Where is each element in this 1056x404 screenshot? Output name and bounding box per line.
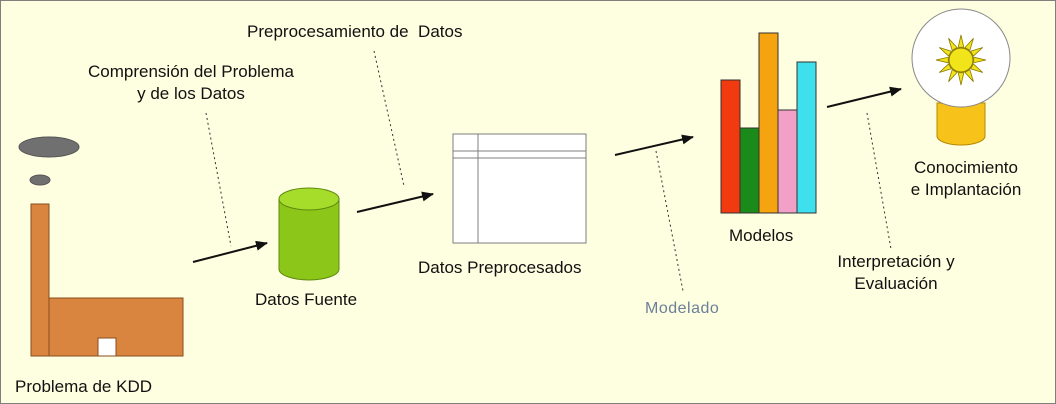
sun-ray <box>957 34 965 48</box>
sun-ray <box>948 69 958 82</box>
sun-ray <box>970 63 983 73</box>
chart-bar-5 <box>796 61 817 214</box>
table-grid-icon <box>452 133 587 244</box>
label-comprension: Comprensión del Problema y de los Datos <box>61 61 321 105</box>
sun-rays <box>935 34 987 86</box>
sun-ray <box>964 69 974 82</box>
bulb-base <box>936 102 986 146</box>
sun-ray <box>939 47 952 57</box>
smoke-cloud-large <box>18 136 80 158</box>
label-datos-fuente: Datos Fuente <box>255 290 358 309</box>
label-conocimiento-line1: Conocimiento <box>914 158 1018 177</box>
factory-icon <box>18 136 184 357</box>
chart-bar-3 <box>758 32 779 214</box>
sun-ray <box>973 56 987 64</box>
bar-chart-icon <box>720 32 817 214</box>
label-interpretacion: Interpretación y Evaluación <box>811 251 981 295</box>
arrow-to-conocimiento <box>826 86 902 108</box>
label-comprension-line1: Comprensión del Problema <box>88 62 294 81</box>
label-conocimiento: Conocimiento e Implantación <box>891 157 1041 201</box>
label-problema: Problema de KDD <box>15 377 153 396</box>
arrow-to-preprocesados <box>356 191 434 213</box>
smoke-cloud-small <box>29 174 51 186</box>
table-frame <box>452 133 587 244</box>
label-modelos: Modelos <box>729 226 794 245</box>
sun-core <box>948 47 974 73</box>
label-modelado: Modelado <box>645 300 720 317</box>
label-datos-preprocesados: Datos Preprocesados <box>418 258 582 277</box>
sun-ray <box>939 63 952 73</box>
label-comprension-line2: y de los Datos <box>137 84 245 103</box>
label-preprocesamiento: Preprocesamiento de Datos <box>247 22 463 41</box>
factory-door <box>97 337 117 357</box>
database-cylinder-icon <box>278 187 340 281</box>
label-interpretacion-line1: Interpretación y <box>837 252 955 271</box>
sun-ray <box>970 47 983 57</box>
sun-ray <box>957 72 965 86</box>
sun-ray <box>948 38 958 51</box>
leader-interpretacion <box>866 112 892 250</box>
leader-modelado <box>655 150 684 292</box>
label-conocimiento-line2: e Implantación <box>910 180 1022 199</box>
leader-comprension <box>205 112 232 247</box>
arrow-to-datos-fuente <box>192 240 268 263</box>
sun-ray <box>935 56 949 64</box>
chart-bar-2 <box>739 127 760 214</box>
label-interpretacion-line2: Evaluación <box>854 274 938 293</box>
cylinder-top <box>278 187 340 211</box>
leader-preprocesamiento <box>373 50 405 187</box>
chart-bar-1 <box>720 79 741 214</box>
factory-chimney <box>30 203 50 357</box>
cylinder-body <box>278 198 340 281</box>
lightbulb-sun-icon <box>911 8 1011 146</box>
sun-ray <box>964 38 974 51</box>
chart-bar-4 <box>777 109 798 214</box>
arrow-to-modelos <box>614 134 694 156</box>
